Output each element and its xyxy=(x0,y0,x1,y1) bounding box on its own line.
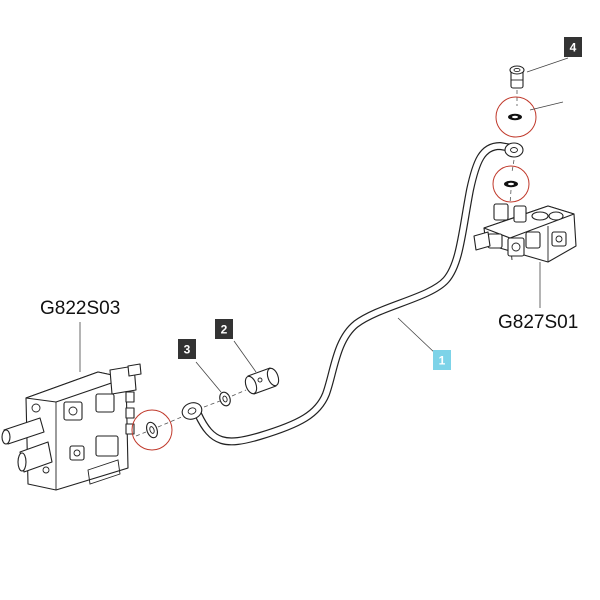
callout-4[interactable]: 4 xyxy=(564,37,582,57)
bolt-callout-leader xyxy=(233,340,257,373)
lower-axis-line xyxy=(511,159,515,173)
washer-axis-line xyxy=(203,400,221,408)
callout-2[interactable]: 2 xyxy=(215,319,233,339)
left-seal-axis-line-2 xyxy=(157,415,185,428)
right-control-valve[interactable] xyxy=(473,203,577,263)
callout-1-box xyxy=(433,350,451,370)
callout-3[interactable]: 3 xyxy=(178,339,196,359)
bolt-axis-line xyxy=(231,389,247,397)
callout-3-number: 3 xyxy=(184,343,191,357)
callout-2-box xyxy=(215,319,233,339)
callout-1[interactable]: 1 xyxy=(433,350,451,370)
lower-seal-axis-line xyxy=(509,189,512,205)
callout-4-number: 4 xyxy=(570,41,577,55)
left-seal-ring[interactable] xyxy=(145,421,160,439)
callout-1-number: 1 xyxy=(439,354,446,368)
callout-3-box xyxy=(178,339,196,359)
upper-seal-highlight xyxy=(495,96,537,138)
callout-4-box xyxy=(564,37,582,57)
left-seal-axis-line xyxy=(135,431,147,437)
lower-seal-ring[interactable] xyxy=(504,180,518,188)
right-assembly-code: G827S01 xyxy=(498,312,578,333)
lower-seal-highlight xyxy=(492,165,530,203)
top-bolt-callout-leader xyxy=(526,57,569,73)
hydraulic-pipe[interactable] xyxy=(180,142,524,446)
upper-seal-leader xyxy=(529,101,564,111)
banjo-bolt[interactable] xyxy=(243,367,281,395)
washer-callout-leader xyxy=(195,361,222,393)
left-assembly-code: G822S03 xyxy=(40,298,120,319)
pipe-callout-leader xyxy=(397,317,437,355)
sealing-washer[interactable] xyxy=(218,391,232,408)
upper-seal-ring[interactable] xyxy=(508,113,522,121)
left-seal-highlight xyxy=(131,409,173,451)
callout-2-number: 2 xyxy=(221,323,228,337)
left-control-valve[interactable] xyxy=(1,363,142,491)
banjo-bolt-top[interactable] xyxy=(509,65,525,89)
